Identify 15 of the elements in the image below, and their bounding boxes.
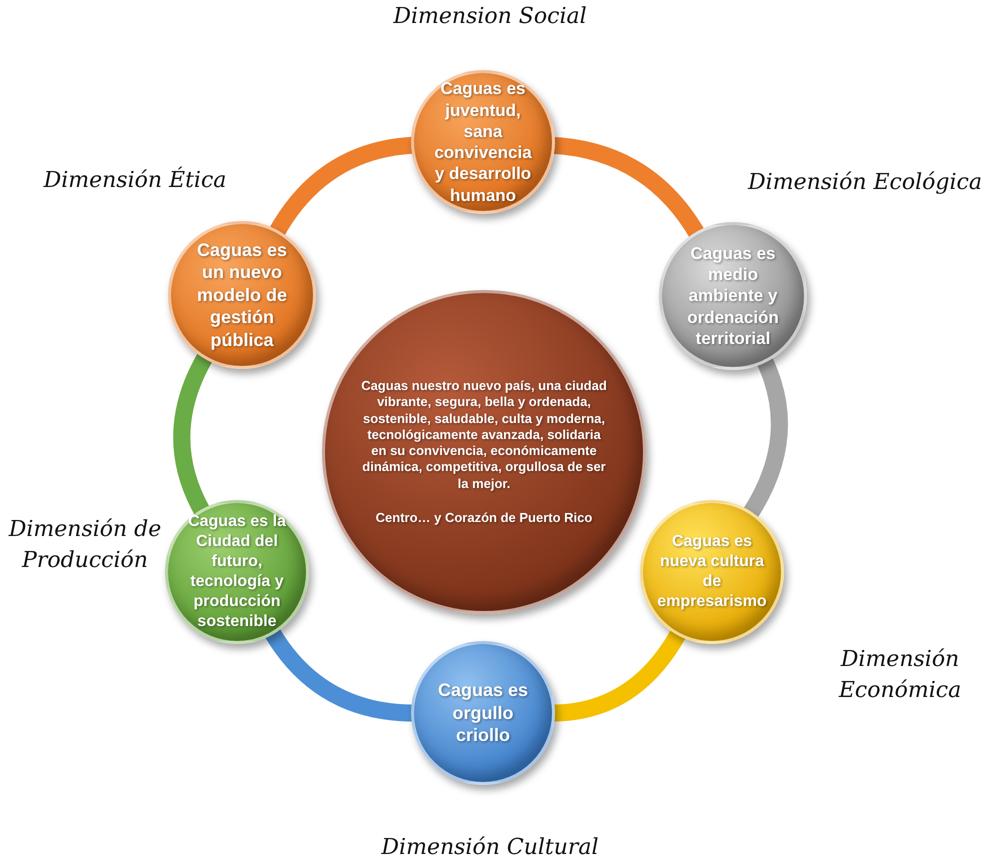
dimension-circle [640, 500, 784, 644]
circle-text: Caguas es la Ciudad del futuro, tecnología y producción sostenible [187, 512, 287, 632]
dimension-label: Dimensión Ética [42, 166, 228, 195]
circle-text: Caguas es medio ambiente y ordenación territorial [686, 242, 780, 350]
circle-text: Caguas es juventud, sana convivencia y desarrollo humano [433, 78, 533, 206]
dimension-label: Dimensión Ecológica [746, 169, 983, 197]
circle-text: Caguas es nueva cultura de empresarismo [656, 532, 768, 612]
dimension-label: Dimension Social [392, 3, 588, 31]
dimension-label: Dimensión de Producción [8, 516, 162, 575]
dimension-label: Dimensión Cultural [380, 834, 600, 862]
circle-text: Caguas es un nuevo modelo de gestión pública [196, 238, 288, 352]
circle-text: Centro… y Corazón de Puerto Rico [376, 510, 592, 526]
circle-text: Caguas nuestro nuevo país, una ciudad vibrante, segura, bella y ordenada, sostenible, saludable, culta y moderna, tecnológicamente avanzada, solidaria en su convivencia, económicamente dinámica, competitiva, orgullosa de ser la mejor. [360, 378, 608, 492]
dimension-label: Dimensión Económica [838, 646, 962, 705]
circle-text: Caguas es orgullo criollo [436, 679, 530, 747]
